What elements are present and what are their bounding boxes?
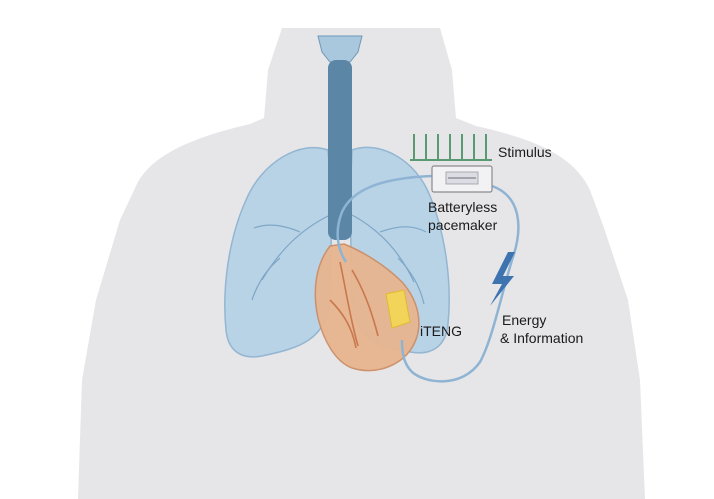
stimulus-label: Stimulus — [498, 144, 552, 160]
iteng-patch — [385, 289, 411, 329]
pacemaker-device — [431, 165, 493, 193]
pacemaker-label-line2: pacemaker — [428, 217, 498, 233]
lightning-bolt-icon — [490, 252, 515, 306]
left-lung — [224, 146, 333, 358]
iteng-label: iTENG — [420, 323, 462, 339]
pacemaker-label-line1: Batteryless — [428, 199, 498, 215]
coronary-vessels — [329, 261, 379, 349]
pacing-lead — [336, 174, 433, 263]
heart — [314, 243, 420, 372]
stimulus-waveform — [410, 134, 492, 161]
energy-label-line2: & Information — [500, 330, 584, 346]
larynx — [317, 35, 363, 63]
energy-lead — [400, 184, 520, 383]
energy-label-line1: Energy — [502, 312, 547, 328]
trachea — [328, 60, 352, 240]
bronchi — [251, 214, 427, 305]
